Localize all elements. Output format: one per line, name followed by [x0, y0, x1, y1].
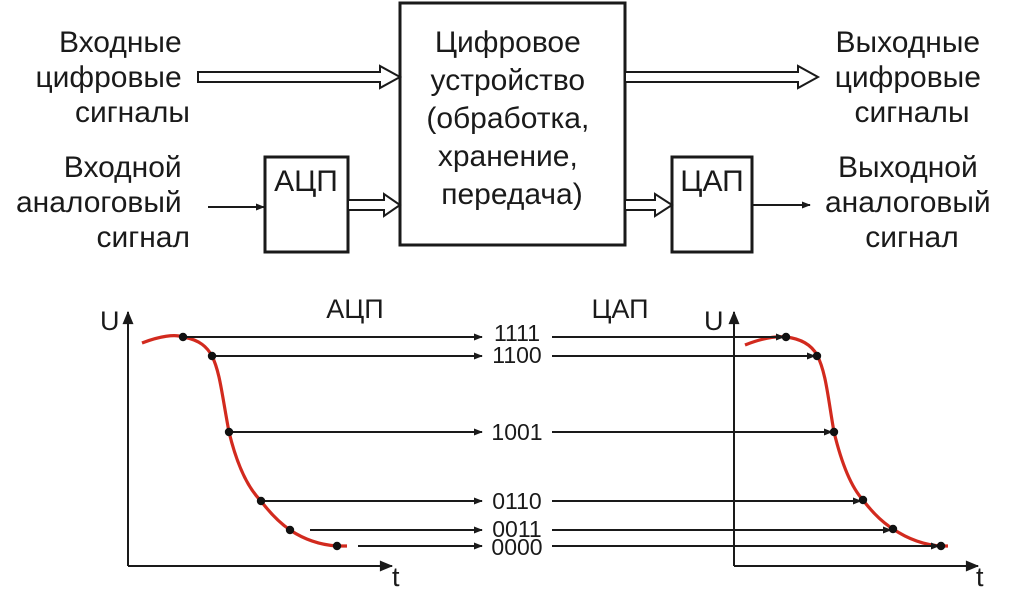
- input-digital-bus-arrow: [197, 64, 403, 90]
- dac-sample-point: [888, 524, 898, 534]
- code-label-1111: 1111: [494, 320, 540, 346]
- output-analog-label: Выходной аналоговый сигнал: [825, 151, 999, 254]
- dac-box: [670, 155, 754, 254]
- adc-sample-point: [178, 332, 188, 342]
- adc-graph-y-label: U: [100, 306, 120, 336]
- dac-sample-point: [858, 495, 868, 505]
- code-label-1001: 1001: [491, 419, 542, 445]
- dac-graph-y-label: U: [704, 306, 724, 336]
- dac-sample-point: [781, 332, 791, 342]
- code-labels: 1111 1100 1001 0110 0011 0000: [491, 320, 542, 560]
- adc-sample-point: [256, 496, 266, 506]
- adc-sample-point: [224, 427, 234, 437]
- code-label-0000: 0000: [491, 534, 542, 560]
- adc-sample-point: [285, 525, 295, 535]
- adc-sampling-arrows: [183, 333, 483, 550]
- device-to-dac-bus-arrow: [624, 192, 674, 218]
- input-analog-label: Входной аналоговый сигнал: [16, 151, 190, 254]
- adc-sample-points: [178, 332, 342, 551]
- adc-sample-point: [207, 351, 217, 361]
- dac-graph-title: ЦАП: [591, 294, 648, 324]
- output-digital-label: Выходные цифровые сигналы: [835, 26, 990, 129]
- code-label-0110: 0110: [492, 488, 541, 514]
- dac-sample-points: [781, 332, 946, 551]
- dac-reconstructed-signal-curve: [744, 335, 948, 548]
- adc-sample-point: [332, 541, 342, 551]
- adc-graph-x-label: t: [392, 562, 400, 589]
- adc-to-device-bus-arrow: [347, 192, 402, 218]
- adc-label: АЦП: [274, 165, 338, 198]
- adc-graph-title: АЦП: [326, 294, 383, 324]
- dac-sample-point: [936, 541, 946, 551]
- code-label-1100: 1100: [492, 342, 541, 368]
- dac-sample-point: [812, 351, 822, 361]
- code-label-0011: 0011: [492, 516, 541, 542]
- digital-device-label: Цифровое устройство (обработка, хранение…: [426, 26, 597, 211]
- dac-label: ЦАП: [680, 165, 743, 198]
- dac-sample-point: [829, 427, 839, 437]
- digital-device-box: [398, 1, 627, 247]
- dac-reconstruction-arrows: [552, 333, 940, 550]
- output-digital-bus-arrow: [624, 64, 821, 90]
- adc-box: [263, 155, 350, 254]
- adc-analog-signal-curve: [141, 334, 347, 548]
- dac-graph-x-label: t: [976, 562, 984, 589]
- input-digital-label: Входные цифровые сигналы: [35, 26, 190, 129]
